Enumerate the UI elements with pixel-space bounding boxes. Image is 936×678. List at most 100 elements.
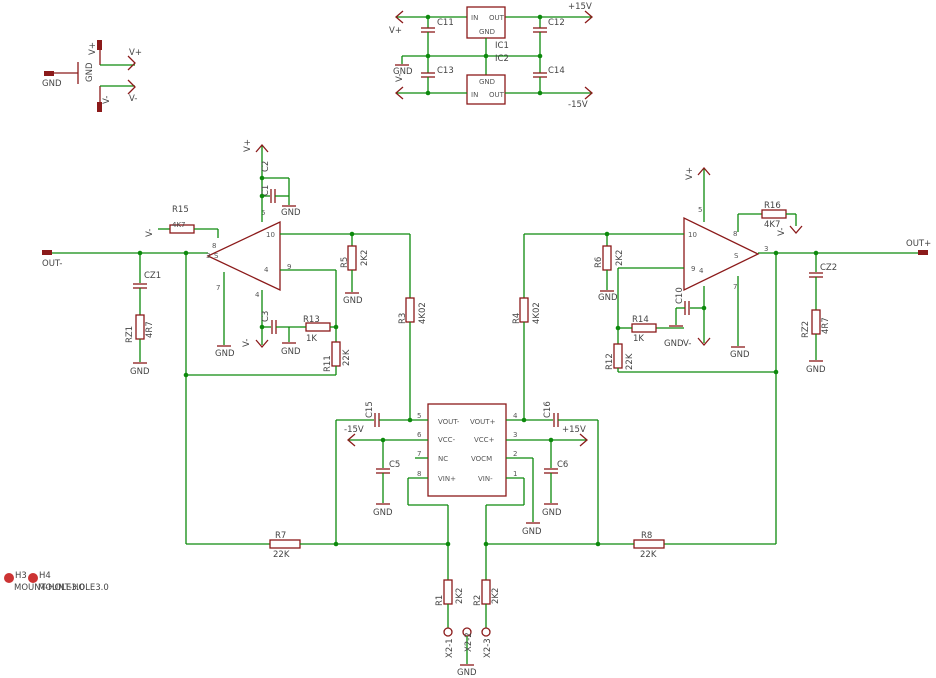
resistors-r15-name-label: R15	[172, 205, 189, 215]
vminus-label: V-	[129, 94, 137, 104]
pos15-net-label: +15V	[568, 2, 592, 12]
c13-label: C13	[437, 66, 454, 76]
resistors-r5-value-label: 2K2	[360, 250, 370, 266]
resistors-r3-name-label: R3	[398, 313, 408, 324]
gnd-label-left: GND	[42, 79, 62, 89]
ic1-label: IC1	[495, 41, 509, 51]
resistors-r5-name-label: R5	[340, 257, 350, 268]
pin-number: 4	[255, 291, 260, 299]
input-connector: R1 2K2 X2-1 R2 2K2 X2-3 X2-2 GND	[435, 579, 501, 678]
c12-label: C12	[548, 18, 565, 28]
supply-gnd-label: GND	[522, 527, 542, 537]
neg15-net-label: -15V	[568, 100, 588, 110]
ic2-label: IC2	[495, 54, 509, 64]
holes-h3-label: H3	[15, 571, 27, 581]
pin-number: S	[734, 252, 739, 260]
driver-ic	[427, 403, 507, 497]
pin-number: 5	[417, 412, 421, 420]
pin-number: 7	[417, 450, 421, 458]
pin-number: S	[214, 252, 219, 260]
resistors-r16-value-label: 4K7	[764, 220, 780, 230]
resistors-rz2-name-label: RZ2	[801, 321, 811, 338]
resistors-r7-name-label: R7	[275, 531, 286, 541]
supply-gnd-label: GND	[281, 208, 301, 218]
vplus-label-vert: V+	[88, 42, 98, 55]
resistors-r12-name-label: R12	[605, 353, 615, 370]
out-plus-label: OUT+	[906, 239, 931, 249]
resistors-r3-value-label: 4K02	[418, 302, 428, 324]
resistors-r13-name-label: R13	[303, 315, 320, 325]
supply-gnd-label: GND	[215, 349, 235, 359]
supply-gnd-label: GND	[130, 367, 150, 377]
driver-vin_plus-label: VIN+	[438, 475, 456, 483]
supply-gnd-label: GND	[664, 339, 684, 349]
supply-vplus-label: V+	[685, 167, 695, 180]
supply-gnd-label: GND	[598, 293, 618, 303]
pin-number: 4	[699, 267, 704, 275]
holes-h4-label: H4	[39, 571, 51, 581]
resistors-r1-name-label: R1	[435, 595, 445, 606]
supply-neg15-label: -15V	[344, 425, 364, 435]
caps-c15-label: C15	[365, 401, 375, 418]
driver-vout_minus-label: VOUT-	[438, 418, 460, 426]
supply-vminus-label: V-	[777, 228, 787, 236]
pin-number: 7	[216, 284, 220, 292]
supply-vminus-label: V-	[683, 339, 691, 349]
ic1-out-label: OUT	[489, 14, 505, 22]
ic1-gnd-label: GND	[479, 28, 495, 36]
caps-c6-label: C6	[557, 460, 568, 470]
caps-c10-label: C10	[675, 287, 685, 304]
pin-number: 8	[212, 242, 216, 250]
out-minus-label: OUT-	[42, 259, 62, 269]
vplus-net-label: V+	[389, 26, 402, 36]
driver-nc-label: NC	[438, 455, 448, 463]
pin-number: 3	[764, 245, 768, 253]
resistors-r4-value-label: 4K02	[532, 302, 542, 324]
pin-number: 8	[417, 470, 421, 478]
connector-x21-label: X2-1	[445, 638, 455, 658]
resistors-r1-value-label: 2K2	[455, 588, 465, 604]
supply-symbols: GND GND V+ V+ V- V-	[42, 40, 142, 112]
pin-number: 10	[266, 231, 275, 239]
pin-number: 4	[264, 266, 269, 274]
resistors-r8-name-label: R8	[641, 531, 652, 541]
supply-gnd-label: GND	[373, 508, 393, 518]
pin-number: 6	[417, 431, 422, 439]
supply-gnd-label: GND	[542, 508, 562, 518]
resistors-rz2-value-label: 4R7	[821, 317, 831, 334]
pin-number: 5	[698, 206, 702, 214]
gnd-label-vert: GND	[85, 62, 95, 82]
supply-gnd-label: GND	[457, 668, 477, 678]
ic2-gnd-label: GND	[479, 78, 495, 86]
resistors-r11-value-label: 22K	[342, 349, 352, 366]
supply-gnd-label: GND	[806, 365, 826, 375]
supply-vplus-label: V+	[243, 139, 253, 152]
connector-x22-label: X2-2	[464, 632, 474, 652]
supply-gnd-label: GND	[343, 296, 363, 306]
caps-c2-label: C2	[261, 161, 271, 172]
vminus-label-vert: V-	[102, 96, 112, 104]
pin-number: 2	[513, 450, 517, 458]
resistors-r4-name-label: R4	[512, 313, 522, 324]
diff-driver: VOUT- VCC- NC VIN+ VOUT+ VCC+ VOCM VIN- …	[336, 401, 598, 580]
caps-c3-label: C3	[261, 311, 271, 322]
holes-label-label: MOUNT-HOLE3.0	[38, 583, 109, 593]
driver-vout_plus-label: VOUT+	[470, 418, 496, 426]
resistors-rz1-value-label: 4R7	[145, 321, 155, 338]
pin-number: 5	[261, 209, 265, 217]
ic2-in-label: IN	[471, 91, 478, 99]
pin-number: 3	[206, 252, 210, 260]
pin-number: 10	[688, 231, 697, 239]
pin-number: 9	[691, 265, 695, 273]
resistors-r12-value-label: 22K	[625, 353, 635, 370]
regulator-section: V+ +15V IN OUT GND IC1 C11 C12 IC2 GND	[389, 2, 593, 110]
supply-vminus-label: V-	[145, 229, 155, 237]
resistors-r15-value-label: 4K7	[172, 221, 186, 229]
resistors-r6-value-label: 2K2	[615, 250, 625, 266]
ic2-out-label: OUT	[489, 91, 505, 99]
resistors-r6-name-label: R6	[594, 257, 604, 268]
mounting-holes: H3 H4 MOUNT-HOLE3.0 MOUNT-HOLE3.0	[4, 571, 109, 593]
left-amplifier: OUT- CZ1 RZ1 4R7 GND R15 4K7 V- 8 3 S 10…	[42, 139, 448, 560]
supply-gnd-label: GND	[730, 350, 750, 360]
